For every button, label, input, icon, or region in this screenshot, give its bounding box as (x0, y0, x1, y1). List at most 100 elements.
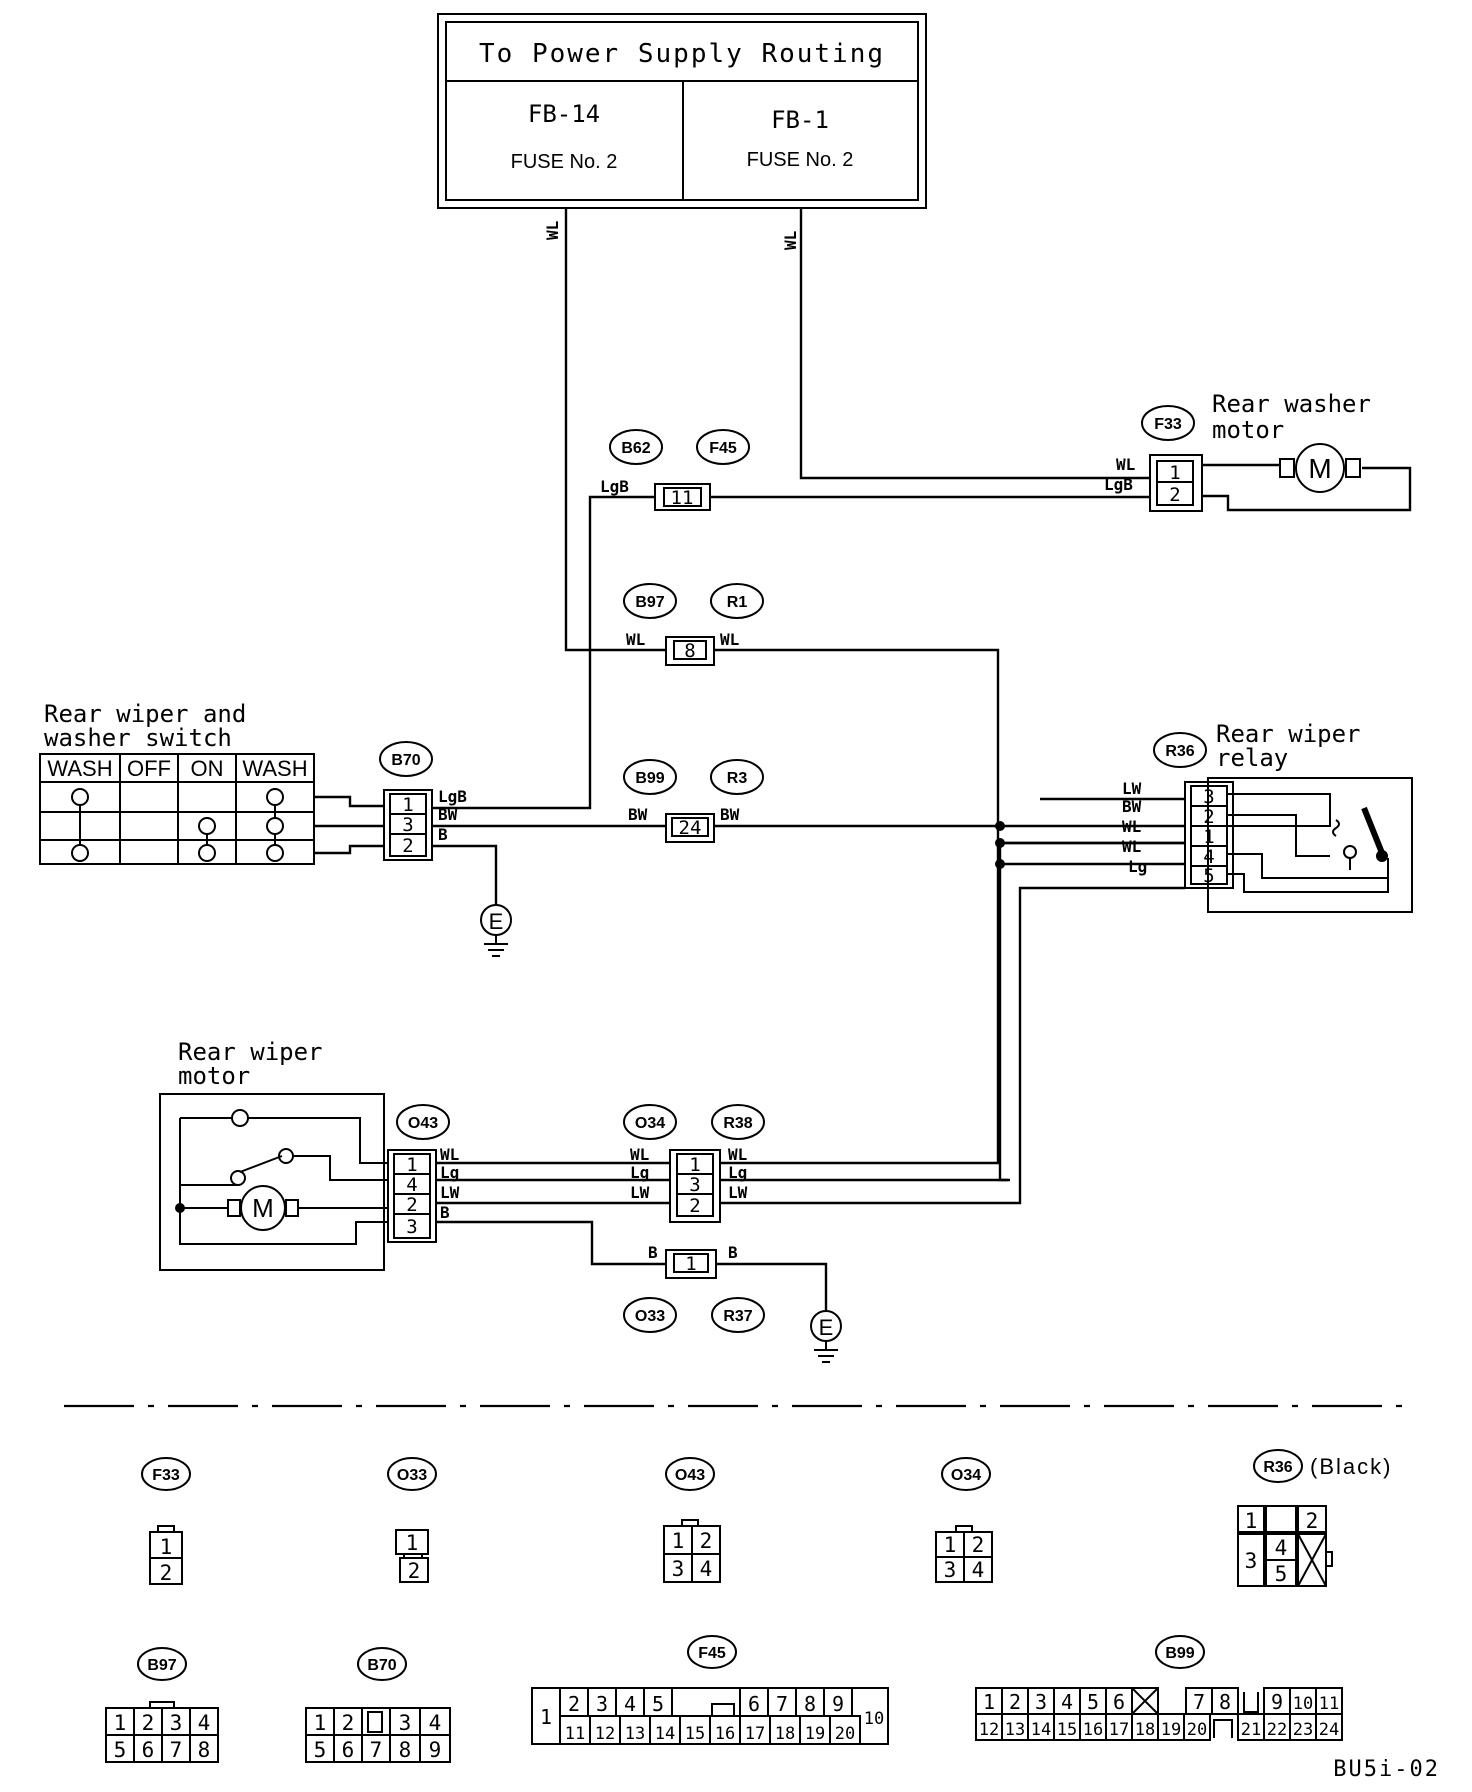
legend-pin: 22 (1267, 1720, 1287, 1740)
legend-pin: 4 (1061, 1690, 1073, 1714)
legend-pin: 8 (804, 1692, 816, 1716)
wire-lg-o43: Lg (440, 1163, 459, 1182)
tag-b99: B99 (635, 770, 664, 787)
wire-lw-r36: LW (1122, 779, 1142, 798)
legend-pin: 17 (1109, 1720, 1129, 1740)
legend-pin: 23 (1293, 1720, 1313, 1740)
wire-lg-r36: Lg (1128, 857, 1147, 876)
fuse-fb14-number: FUSE No. 2 (511, 151, 618, 173)
wire-bw-b99: BW (628, 805, 648, 824)
legend-pin: 12 (595, 1724, 615, 1744)
wire-color-labels: WL WL LgB WL WL LgB BW B BW BW WL LgB LW… (438, 221, 1147, 1262)
legend-pin: 3 (944, 1558, 957, 1582)
legend-pin: 1 (160, 1535, 173, 1559)
legend-pin: 9 (1271, 1690, 1283, 1714)
wire-wl-b97: WL (626, 630, 645, 649)
legend-pin: 3 (672, 1557, 685, 1581)
legend-tag-b99: B99 (1165, 1645, 1194, 1662)
wire-bw-r3: BW (720, 805, 740, 824)
legend-pin: 1 (540, 1705, 552, 1729)
legend-pin: 3 (1035, 1690, 1047, 1714)
legend-pin: 4 (624, 1692, 636, 1716)
legend-pin: 5 (1275, 1562, 1288, 1586)
legend-pin: 18 (1135, 1720, 1155, 1740)
legend-pin: 4 (1275, 1536, 1288, 1560)
pin-2: 2 (689, 1195, 700, 1217)
legend-tag-b70: B70 (367, 1657, 396, 1674)
legend-pin: 17 (745, 1724, 765, 1744)
wire-wl-r36-a: WL (1122, 817, 1141, 836)
legend-pin: 2 (160, 1561, 173, 1585)
legend-pin: 2 (568, 1692, 580, 1716)
legend-pin: 8 (198, 1738, 211, 1762)
legend-pin: 6 (142, 1738, 155, 1762)
pin-3: 3 (402, 814, 413, 836)
washer-motor-label-1: Rear washer (1212, 390, 1371, 418)
legend-pin: 5 (114, 1738, 127, 1762)
tag-f33: F33 (1154, 416, 1182, 433)
legend-pin: 15 (1057, 1720, 1077, 1740)
legend-pin: 2 (1306, 1509, 1319, 1533)
legend-pin: 1 (983, 1690, 995, 1714)
fuse-fb14-label: FB-14 (528, 100, 600, 128)
wire-wl-f33: WL (1116, 455, 1135, 474)
pin-8: 8 (684, 640, 695, 662)
switch-col-wash-1: WASH (47, 756, 112, 781)
fuse-fb1-label: FB-1 (771, 106, 829, 134)
wire-wl-o43: WL (440, 1145, 459, 1164)
pin-3: 3 (406, 1216, 417, 1238)
legend-pin: 19 (805, 1724, 825, 1744)
tag-f45: F45 (709, 440, 737, 457)
ground-e-label-motor: E (819, 1315, 834, 1340)
legend-pin: 4 (972, 1558, 985, 1582)
tag-b70: B70 (391, 752, 420, 769)
diagram-code: BU5i-02 (1333, 1757, 1440, 1782)
connector-f33: 1 2 (1149, 454, 1203, 512)
connector-legend: F33 1 2 O33 1 2 O43 1 2 3 4 O34 1 2 3 (105, 1449, 1390, 1763)
legend-pin: 2 (142, 1711, 155, 1735)
wire-lgb-b62: LgB (600, 477, 629, 496)
legend-pin: 1 (314, 1711, 327, 1735)
wire-b-b70: B (438, 825, 448, 844)
pin-4: 4 (406, 1174, 417, 1196)
legend-tag-f45: F45 (698, 1645, 726, 1662)
tag-o43: O43 (408, 1115, 438, 1132)
pin-1: 1 (1169, 462, 1180, 484)
legend-tag-f33: F33 (152, 1467, 180, 1484)
pin-3: 3 (689, 1174, 700, 1196)
wire-lw-o43: LW (440, 1183, 460, 1202)
wire-b-o33: B (648, 1243, 658, 1262)
tag-o34: O34 (635, 1115, 665, 1132)
wire-lgb-b70: LgB (438, 787, 467, 806)
ground-e-label: E (489, 909, 504, 934)
legend-tag-o43: O43 (675, 1467, 705, 1484)
legend-pin: 1 (114, 1711, 127, 1735)
wire-wl-o34: WL (630, 1145, 649, 1164)
legend-tag-o33: O33 (397, 1467, 427, 1484)
legend-pin: 24 (1319, 1720, 1339, 1740)
legend-pin: 1 (406, 1531, 419, 1555)
legend-pin: 21 (1241, 1720, 1261, 1740)
wire-wl-r38: WL (728, 1145, 747, 1164)
switch-col-on: ON (191, 756, 224, 781)
wiper-motor-symbol: M (252, 1193, 274, 1223)
legend-pin: 2 (1009, 1690, 1021, 1714)
tag-r3: R3 (727, 770, 748, 787)
legend-pin: 6 (748, 1692, 760, 1716)
legend-tag-r36: R36 (1263, 1459, 1292, 1476)
legend-pin: 12 (979, 1720, 999, 1740)
legend-pin: 10 (864, 1709, 884, 1729)
legend-pin: 16 (1083, 1720, 1103, 1740)
legend-pin: 3 (1245, 1549, 1258, 1573)
legend-pin: 7 (370, 1738, 383, 1762)
legend-pin: 15 (685, 1724, 705, 1744)
legend-pin: 20 (835, 1724, 855, 1744)
pin-1: 1 (685, 1253, 696, 1275)
wire-b-o43: B (440, 1203, 450, 1222)
connector-o43: 1 4 2 3 (387, 1149, 437, 1243)
legend-pin: 2 (972, 1533, 985, 1557)
wire-lg-r38: Lg (728, 1163, 747, 1182)
legend-pin: 7 (1193, 1690, 1205, 1714)
legend-pin: 3 (170, 1711, 183, 1735)
